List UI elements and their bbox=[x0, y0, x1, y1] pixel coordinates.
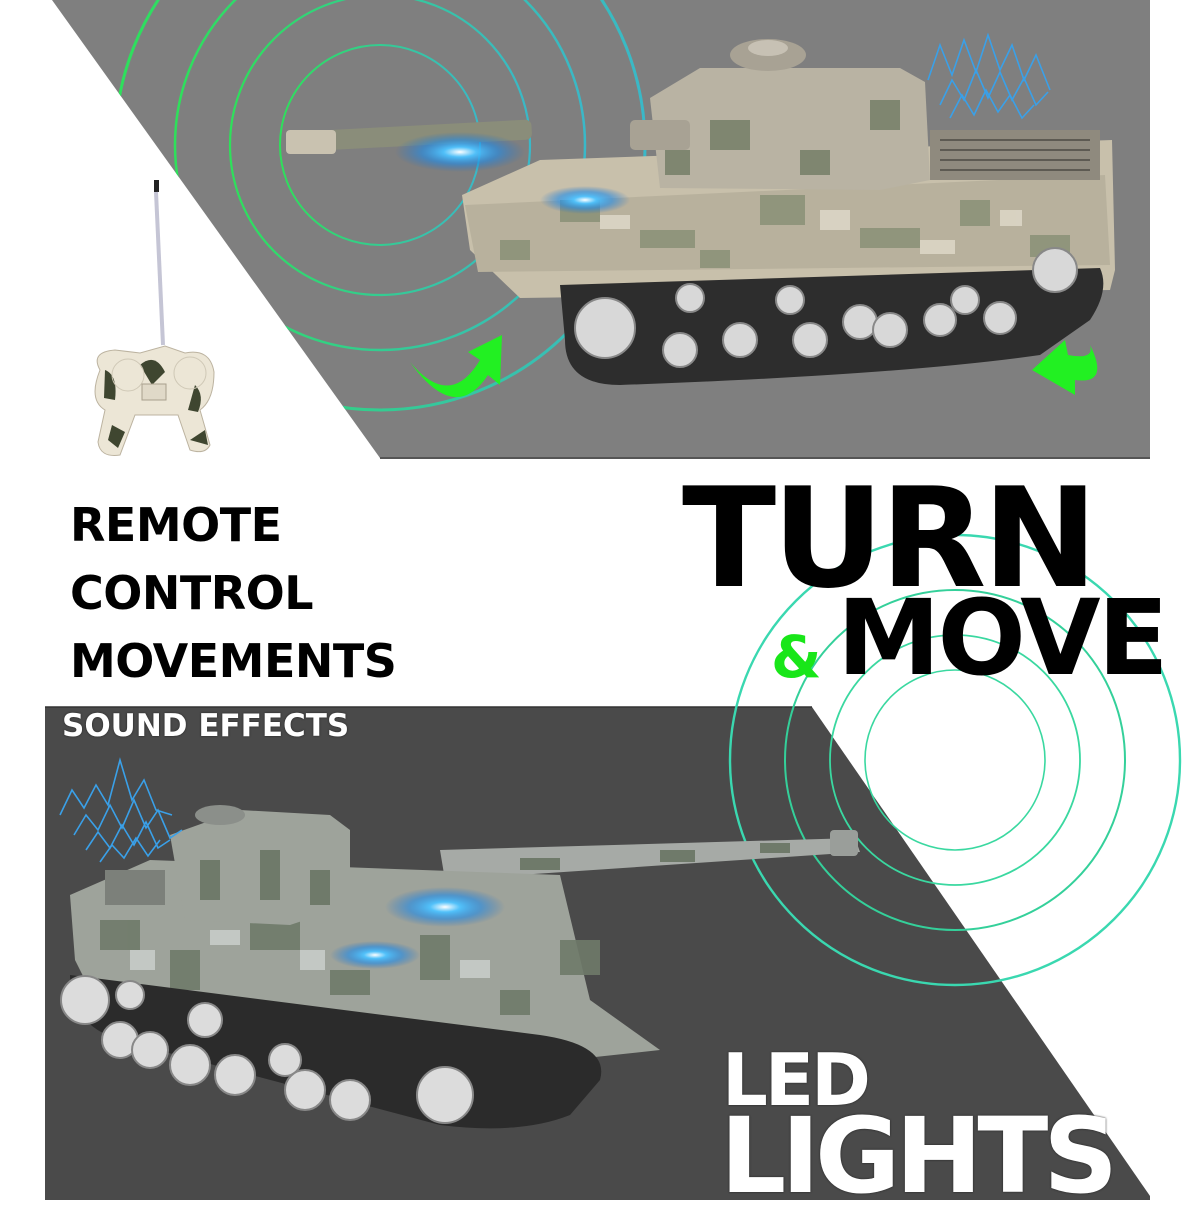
turn-heading: TURN bbox=[682, 458, 1098, 619]
led-heading: LED bbox=[722, 1038, 871, 1122]
led-glow-icon bbox=[385, 887, 505, 927]
led-glow-icon bbox=[395, 132, 525, 172]
move-heading: MOVE bbox=[837, 577, 1169, 699]
turn-arrow-right-icon bbox=[1032, 340, 1098, 395]
ampersand-accent: & bbox=[771, 623, 822, 691]
sound-wave-icon bbox=[59, 757, 183, 863]
remote-line-3: MOVEMENTS bbox=[70, 634, 397, 688]
remote-line-1: REMOTE bbox=[70, 498, 282, 552]
turn-arrow-left-icon bbox=[410, 335, 502, 398]
sound-wave-icon bbox=[927, 32, 1051, 120]
sound-effects-label: SOUND EFFECTS bbox=[62, 708, 350, 744]
lights-heading: LIGHTS bbox=[720, 1095, 1118, 1217]
remote-line-2: CONTROL bbox=[70, 566, 314, 620]
